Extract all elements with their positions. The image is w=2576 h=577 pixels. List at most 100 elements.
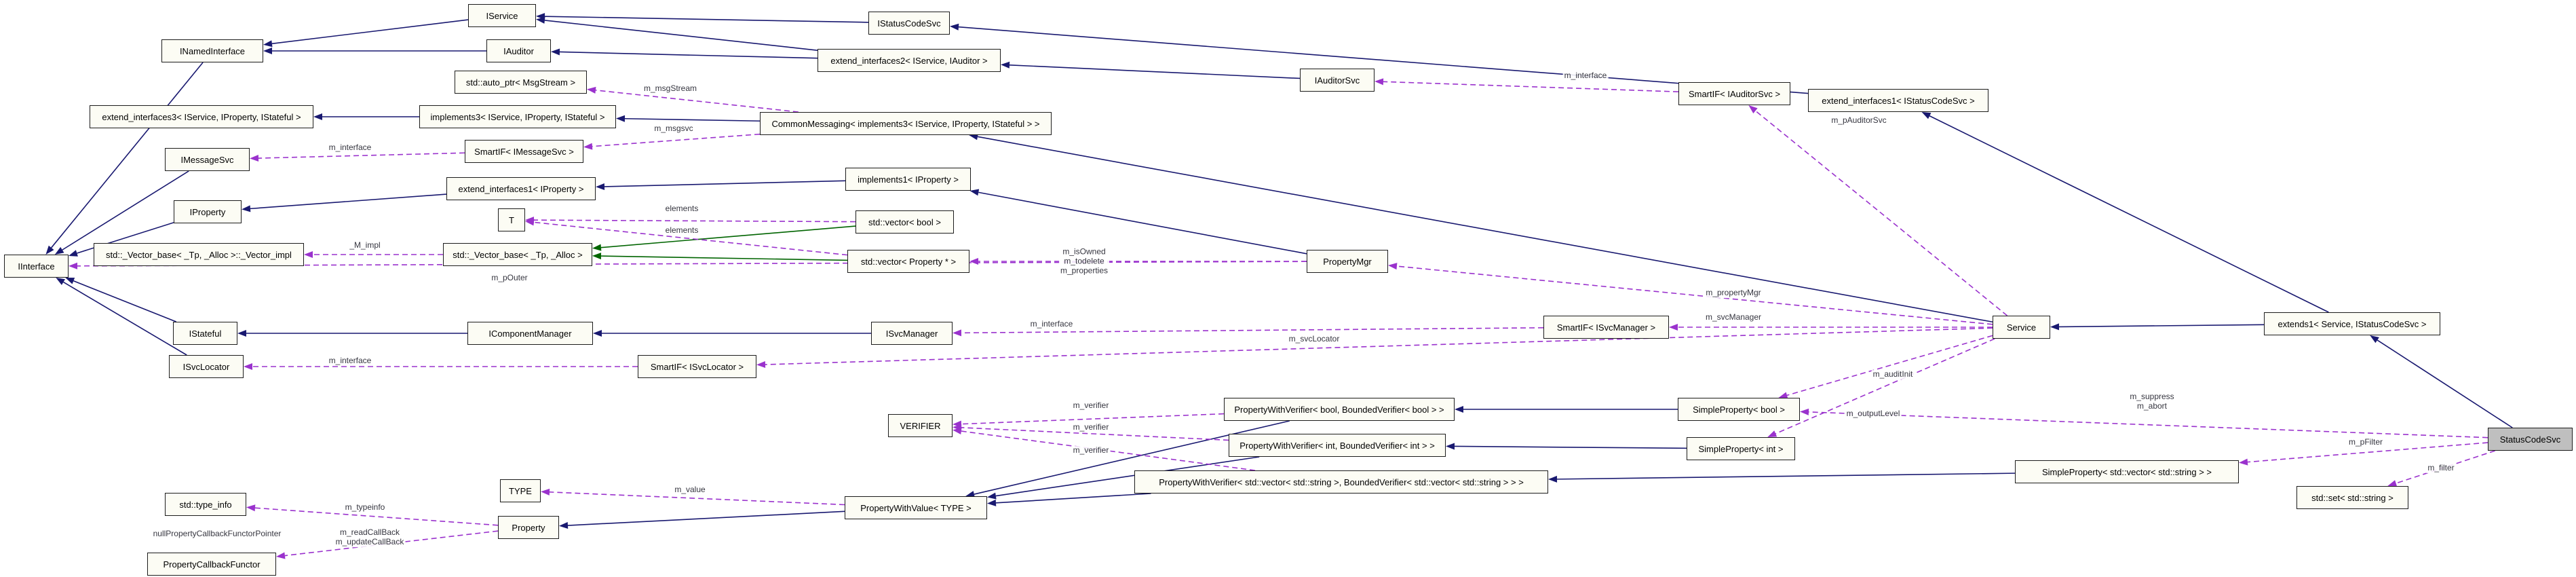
edge-usage-propertymgr-vector_propstar <box>969 258 1307 265</box>
edge-usage-service-smartif_iauditorsvc <box>1748 105 2008 316</box>
class-node-istatuscodesvc[interactable]: IStatusCodeSvc <box>868 12 950 35</box>
class-node-pwv_bool[interactable]: PropertyWithVerifier< bool, BoundedVerif… <box>1224 398 1455 421</box>
edge-usage-service-sp_bool <box>1778 335 1993 399</box>
class-node-pwvalue[interactable]: PropertyWithValue< TYPE > <box>845 496 987 519</box>
class-node-propertymgr[interactable]: PropertyMgr <box>1307 250 1388 273</box>
class-node-set_string[interactable]: std::set< std::string > <box>2296 486 2408 509</box>
edge-usage-property-pcf <box>276 530 499 559</box>
edge-usage-vecbase-vecimpl <box>304 251 443 258</box>
class-node-iauditorsvc[interactable]: IAuditorSvc <box>1300 69 1374 92</box>
edge-inherit-extends1-service <box>2050 323 2265 331</box>
edge-inherit-istateful-iinterface <box>65 278 177 322</box>
class-node-iservice[interactable]: IService <box>468 4 536 27</box>
edge-inherit-iauditorsvc-ext2 <box>1001 61 1301 79</box>
class-node-statuscodesvc[interactable]: StatusCodeSvc <box>2488 428 2573 451</box>
class-node-iauditor[interactable]: IAuditor <box>486 39 551 62</box>
edge-usage-smartif_isvcmanager-isvcmanager <box>953 327 1544 337</box>
class-node-iinterface[interactable]: IInterface <box>4 255 69 278</box>
edge-usage-smartif_isvclocator-isvclocator <box>244 363 638 370</box>
edge-inherit-propertymgr-impl1_iproperty <box>969 189 1307 255</box>
class-node-pwv_vecstr[interactable]: PropertyWithVerifier< std::vector< std::… <box>1134 470 1548 494</box>
class-node-service[interactable]: Service <box>1993 316 2050 339</box>
class-node-ext1_iproperty[interactable]: extend_interfaces1< IProperty > <box>446 177 596 200</box>
class-node-impl1_iproperty[interactable]: implements1< IProperty > <box>845 168 971 191</box>
class-node-sp_vecstr[interactable]: SimpleProperty< std::vector< std::string… <box>2015 460 2239 483</box>
edge-inherit-isvcmanager-icomponentmanager <box>593 330 871 337</box>
class-node-smartif_isvclocator[interactable]: SmartIF< ISvcLocator > <box>638 355 756 378</box>
class-node-smartif_iauditorsvc[interactable]: SmartIF< IAuditorSvc > <box>1678 82 1790 105</box>
edge-usage-pwv_int-verifier <box>953 424 1229 441</box>
class-node-pwv_int[interactable]: PropertyWithVerifier< int, BoundedVerifi… <box>1229 434 1446 457</box>
edge-usage-service-smartif_isvcmanager <box>1669 324 1993 331</box>
class-node-inamedinterface[interactable]: INamedInterface <box>161 39 263 62</box>
class-node-isvcmanager[interactable]: ISvcManager <box>871 322 953 345</box>
class-node-extends1[interactable]: extends1< Service, IStatusCodeSvc > <box>2264 312 2440 335</box>
edge-usage-statuscodesvc-sp_vecstr <box>2239 442 2488 466</box>
edge-inherit-pwv_vecstr-pwvalue <box>987 493 1151 506</box>
edge-inherit-sp_bool-pwv_bool <box>1455 406 1678 413</box>
class-node-isvclocator[interactable]: ISvcLocator <box>169 355 244 378</box>
class-node-vector_propstar[interactable]: std::vector< Property * > <box>847 250 969 273</box>
class-node-autoptr_msgstream[interactable]: std::auto_ptr< MsgStream > <box>455 71 587 94</box>
class-node-iproperty[interactable]: IProperty <box>174 200 242 223</box>
class-node-t[interactable]: T <box>498 208 525 231</box>
edge-usage-commonmsg-autoptr_msgstream <box>587 86 799 113</box>
class-node-vector_bool[interactable]: std::vector< bool > <box>856 210 954 234</box>
edge-inherit-pwv_bool-pwvalue <box>965 420 1290 498</box>
edge-inherit-pwv_int-pwvalue <box>987 456 1260 500</box>
edge-inherit-ext1_istatuscodesvc-istatuscodesvc <box>950 23 1809 94</box>
class-node-impl3[interactable]: implements3< IService, IProperty, IState… <box>419 105 616 128</box>
edge-usage-vector_propstar-t <box>525 219 848 256</box>
edge-inherit-impl1_iproperty-ext1_iproperty <box>596 180 846 190</box>
edge-inherit-commonmsg-impl3 <box>616 115 761 122</box>
class-node-ext3[interactable]: extend_interfaces3< IService, IProperty,… <box>90 105 313 128</box>
edge-usage-service-sp_int <box>1767 338 1995 437</box>
class-node-smartif_imessagesvc[interactable]: SmartIF< IMessageSvc > <box>465 140 583 163</box>
class-node-icomponentmanager[interactable]: IComponentManager <box>467 322 593 345</box>
edge-usage-service-smartif_isvclocator <box>756 327 1993 369</box>
edge-inherit-isvclocator-iinterface <box>56 278 187 356</box>
edge-usage-pwvalue-type_param <box>541 488 845 506</box>
edge-usage-pwv_vecstr-verifier <box>953 428 1256 471</box>
edge-usage-pwv_bool-verifier <box>953 413 1225 428</box>
edge-usage-statuscodesvc-sp_bool <box>1800 408 2488 439</box>
edge-protected-vector_propstar-vecbase <box>592 253 848 261</box>
edge-inherit-ext2-iservice <box>536 16 818 51</box>
class-node-sp_int[interactable]: SimpleProperty< int > <box>1687 437 1795 460</box>
edge-usage-statuscodesvc-set_string <box>2387 450 2495 487</box>
class-node-commonmsg[interactable]: CommonMessaging< implements3< IService, … <box>760 112 1052 135</box>
class-node-typeinfo[interactable]: std::type_info <box>165 493 246 516</box>
class-node-istateful[interactable]: IStateful <box>173 322 237 345</box>
edge-usage-service-propertymgr <box>1388 263 1993 325</box>
class-node-imessagesvc[interactable]: IMessageSvc <box>165 148 250 171</box>
edge-usage-commonmsg-smartif_imessagesvc <box>583 133 761 150</box>
class-node-vecimpl[interactable]: std::_Vector_base< _Tp, _Alloc >::_Vecto… <box>94 243 304 266</box>
edge-usage-vector_bool-t <box>525 217 856 224</box>
edge-inherit-extends1-ext1_istatuscodesvc <box>1921 112 2329 313</box>
class-node-sp_bool[interactable]: SimpleProperty< bool > <box>1678 398 1800 421</box>
edge-inherit-ext2-iauditor <box>551 48 818 59</box>
edge-inherit-iproperty-iinterface <box>69 222 174 257</box>
edge-inherit-inamedinterface-iinterface <box>45 62 204 255</box>
class-node-pcf[interactable]: PropertyCallbackFunctor <box>147 553 276 576</box>
edge-inherit-service-commonmsg <box>969 133 1993 323</box>
class-node-ext2[interactable]: extend_interfaces2< IService, IAuditor > <box>818 49 1001 72</box>
class-node-vecbase[interactable]: std::_Vector_base< _Tp, _Alloc > <box>443 243 592 266</box>
edge-inherit-ext1_iproperty-iproperty <box>242 193 447 212</box>
edge-protected-vector_bool-vecbase <box>592 225 856 251</box>
class-node-smartif_isvcmanager[interactable]: SmartIF< ISvcManager > <box>1543 316 1669 339</box>
class-node-verifier[interactable]: VERIFIER <box>888 414 953 437</box>
edge-inherit-istatuscodesvc-iservice <box>536 13 869 23</box>
edge-inherit-statuscodesvc-extends1 <box>2370 335 2513 428</box>
class-node-type_param[interactable]: TYPE <box>500 479 541 502</box>
edge-usage-smartif_imessagesvc-imessagesvc <box>250 152 465 162</box>
class-node-property[interactable]: Property <box>498 516 559 539</box>
edge-inherit-iservice-inamedinterface <box>263 19 469 48</box>
edge-inherit-impl3-ext3 <box>313 113 419 120</box>
edge-inherit-imessagesvc-iinterface <box>54 170 189 255</box>
edge-usage-smartif_iauditorsvc-iauditorsvc <box>1374 78 1679 92</box>
edge-inherit-pwvalue-property <box>559 510 845 529</box>
edge-usage-property-typeinfo <box>246 504 499 526</box>
class-node-ext1_istatuscodesvc[interactable]: extend_interfaces1< IStatusCodeSvc > <box>1808 89 1988 112</box>
